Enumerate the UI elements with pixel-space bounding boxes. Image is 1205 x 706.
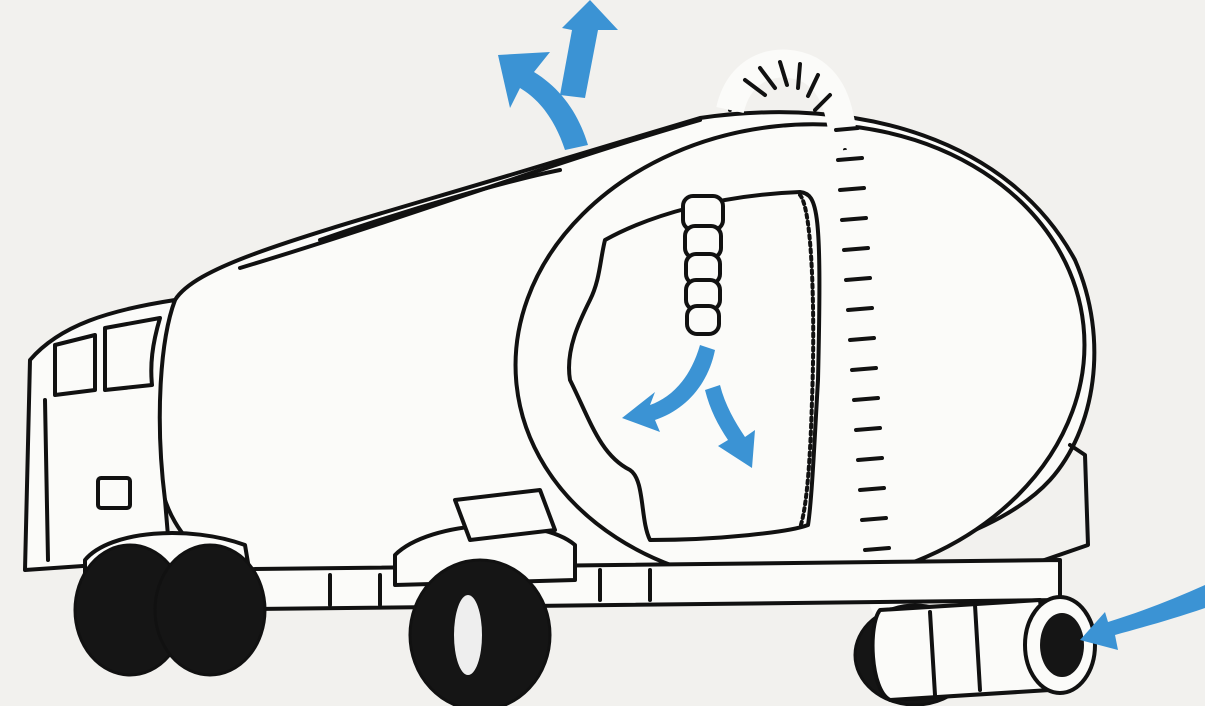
internal-hose: [683, 196, 723, 334]
truck-cab: [25, 300, 175, 570]
airflow-arrow-icon: [1080, 585, 1205, 650]
intake-fan-icon: [873, 597, 1095, 700]
airflow-arrow-icon: [560, 0, 618, 98]
